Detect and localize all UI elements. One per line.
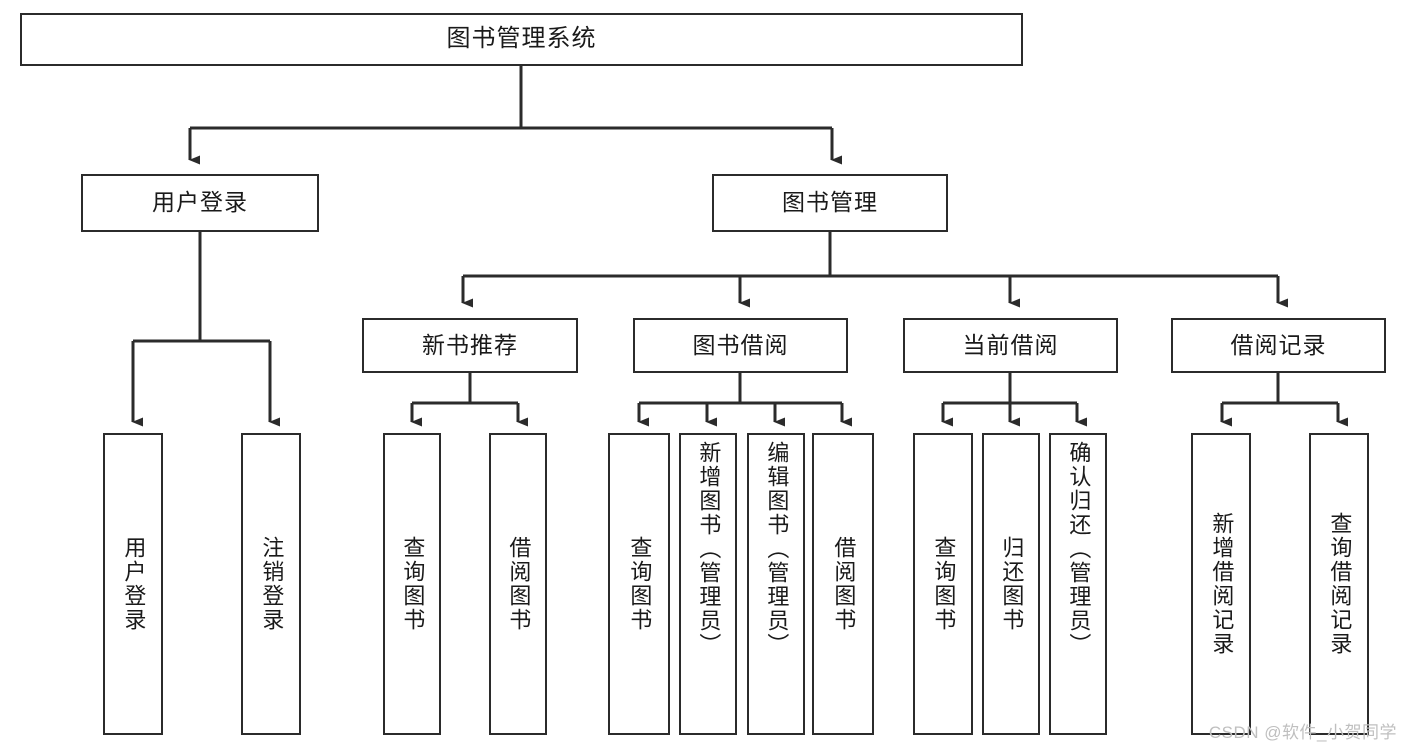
node-current-borrowing[interactable]: 当前借阅 bbox=[903, 318, 1118, 373]
node-label: 新增借阅记录 bbox=[1209, 512, 1235, 656]
node-label: 借阅记录 bbox=[1230, 331, 1327, 358]
node-label: 新书推荐 bbox=[422, 331, 518, 358]
leaf-borrow-record-query-record[interactable]: 查询借阅记录 bbox=[1309, 433, 1369, 735]
node-label: 查询图书 bbox=[627, 536, 653, 632]
leaf-user-login-signin[interactable]: 用户登录 bbox=[103, 433, 163, 735]
leaf-user-login-logout[interactable]: 注销登录 bbox=[241, 433, 301, 735]
node-label: 当前借阅 bbox=[962, 331, 1059, 358]
node-borrowing-record[interactable]: 借阅记录 bbox=[1171, 318, 1386, 373]
node-label: 图书管理 bbox=[782, 189, 878, 216]
node-label: 查询借阅记录 bbox=[1327, 512, 1353, 656]
leaf-borrow-record-add-record[interactable]: 新增借阅记录 bbox=[1191, 433, 1251, 735]
node-label: 编辑图书（管理员） bbox=[764, 441, 790, 657]
node-book-borrowing[interactable]: 图书借阅 bbox=[633, 318, 848, 373]
leaf-book-borrow-add-book-admin[interactable]: 新增图书（管理员） bbox=[679, 433, 737, 735]
node-label: 图书管理系统 bbox=[446, 25, 597, 53]
node-label: 借阅图书 bbox=[506, 536, 532, 632]
leaf-current-borrow-return-book[interactable]: 归还图书 bbox=[982, 433, 1040, 735]
watermark-csdn: CSDN @软件_小贺同学 bbox=[1208, 723, 1397, 742]
leaf-new-book-query-book[interactable]: 查询图书 bbox=[383, 433, 441, 735]
node-label: 查询图书 bbox=[400, 536, 426, 632]
node-label: 归还图书 bbox=[999, 536, 1025, 632]
node-label: 新增图书（管理员） bbox=[696, 441, 722, 657]
leaf-current-borrow-query-book[interactable]: 查询图书 bbox=[913, 433, 973, 735]
node-user-login[interactable]: 用户登录 bbox=[81, 174, 319, 232]
leaf-new-book-borrow-book[interactable]: 借阅图书 bbox=[489, 433, 547, 735]
node-label: 确认归还（管理员） bbox=[1066, 441, 1092, 657]
leaf-current-borrow-confirm-return-admin[interactable]: 确认归还（管理员） bbox=[1049, 433, 1107, 735]
node-new-book-recommendation[interactable]: 新书推荐 bbox=[362, 318, 578, 373]
node-label: 用户登录 bbox=[121, 536, 147, 632]
leaf-book-borrow-borrow-book[interactable]: 借阅图书 bbox=[812, 433, 874, 735]
node-label: 用户登录 bbox=[152, 189, 248, 216]
node-label: 图书借阅 bbox=[692, 331, 789, 358]
node-label: 借阅图书 bbox=[831, 536, 857, 632]
leaf-book-borrow-query-book[interactable]: 查询图书 bbox=[608, 433, 670, 735]
node-label: 注销登录 bbox=[259, 536, 285, 632]
node-book-management[interactable]: 图书管理 bbox=[712, 174, 948, 232]
leaf-book-borrow-edit-book-admin[interactable]: 编辑图书（管理员） bbox=[747, 433, 805, 735]
node-root-library-management-system[interactable]: 图书管理系统 bbox=[20, 13, 1023, 66]
node-label: 查询图书 bbox=[931, 536, 957, 632]
